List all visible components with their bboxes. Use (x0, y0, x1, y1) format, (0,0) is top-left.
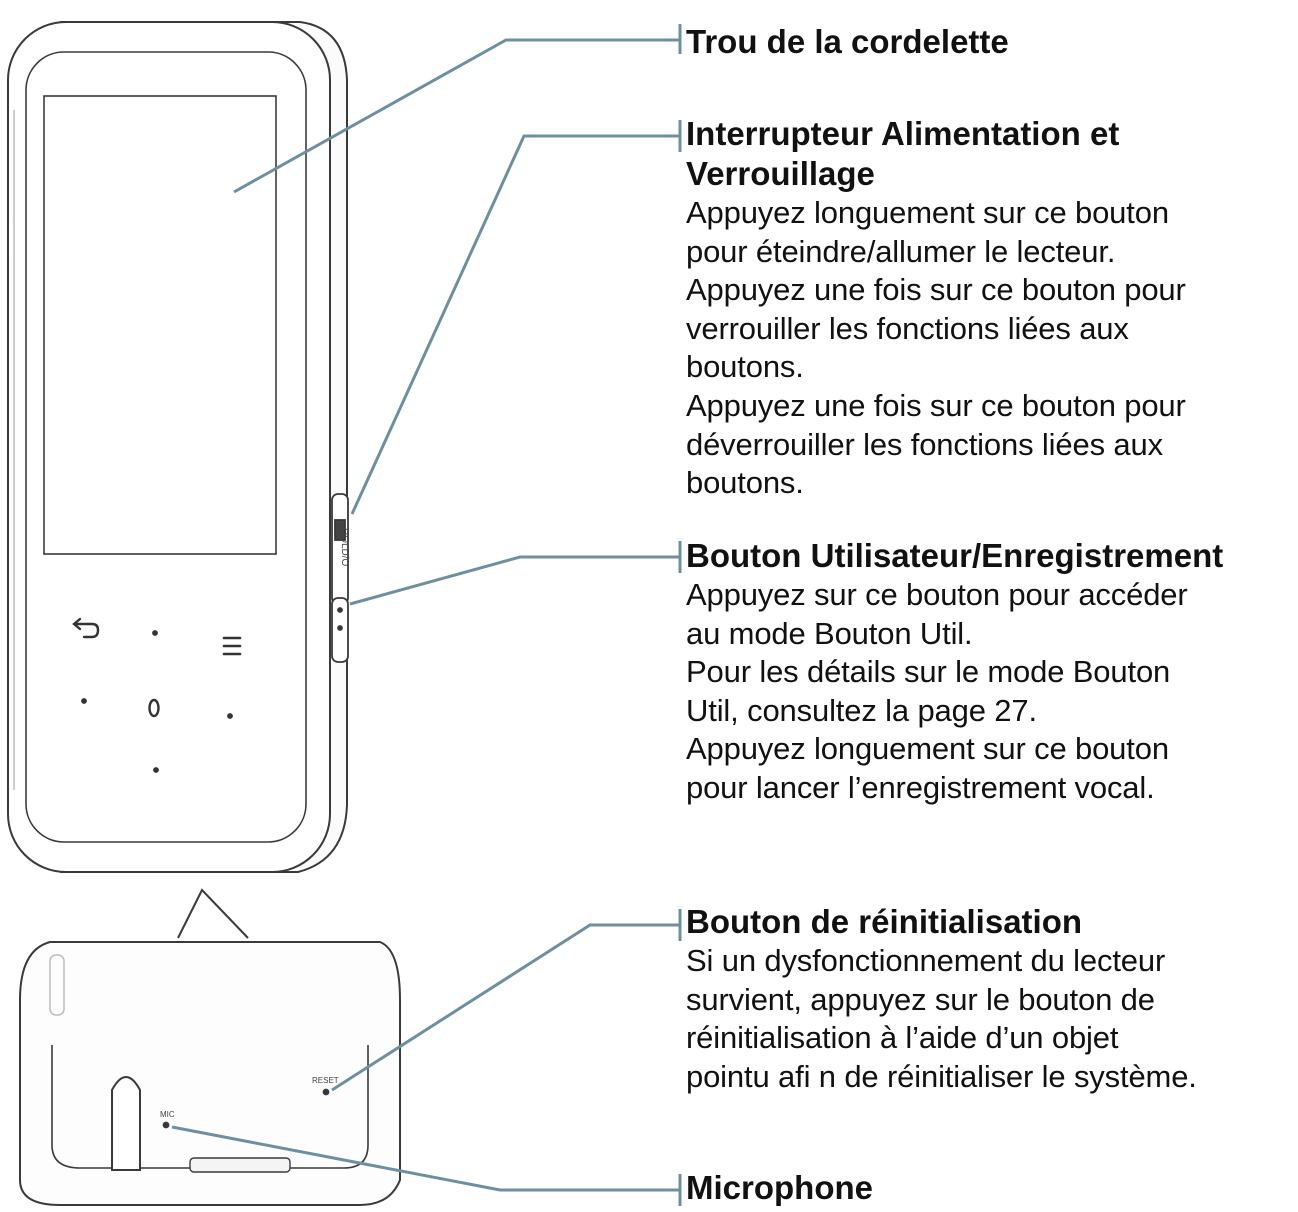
side-switch-label: HOLD/O (339, 528, 350, 567)
callout-microphone: Microphone (686, 1168, 1291, 1208)
callout-body: Appuyez sur ce bouton pour accéder au mo… (686, 577, 1188, 805)
callout-strap-hole: Trou de la cordelette (686, 22, 1291, 62)
callout-title: Bouton Utilisateur/Enregistrement (686, 537, 1224, 574)
base-detail (19, 941, 401, 1206)
callout-title: Interrupteur Alimentation et Verrouillag… (686, 115, 1120, 192)
dot-left[interactable] (81, 698, 87, 704)
dot-up[interactable] (152, 630, 158, 636)
callout-body: Appuyez longuement sur ce bouton pour ét… (686, 195, 1186, 501)
mic-label: MIC (160, 1110, 175, 1119)
record-button-dot (337, 625, 343, 631)
callout-user-record: Bouton Utilisateur/Enregistrement Appuye… (686, 536, 1291, 808)
callout-title: Trou de la cordelette (686, 23, 1009, 60)
base-ridge (49, 954, 65, 1016)
zoom-wedge (177, 888, 249, 939)
side-controls (331, 493, 349, 663)
user-button-dot (337, 607, 343, 613)
dot-down[interactable] (153, 767, 159, 773)
connector-slot (189, 1157, 291, 1173)
reset-label: RESET (312, 1076, 339, 1085)
back-icon[interactable] (72, 617, 100, 639)
leader-power-switch (350, 134, 680, 515)
mp3-player (7, 21, 348, 873)
touch-buttons (72, 617, 242, 773)
leader-lines (171, 24, 682, 1206)
strap-post (111, 1076, 141, 1171)
reset-hole[interactable] (322, 1088, 330, 1096)
callout-title: Bouton de réinitialisation (686, 903, 1083, 940)
callout-body: Si un dysfonctionnement du lecteur survi… (686, 943, 1197, 1094)
leader-strap-hole (233, 38, 680, 194)
leader-user-button (349, 555, 680, 606)
callout-reset: Bouton de réinitialisation Si un dysfonc… (686, 902, 1291, 1096)
home-icon[interactable] (148, 698, 160, 718)
mic-hole (162, 1121, 170, 1129)
player-screen (43, 95, 277, 555)
leader-microphone (171, 1125, 680, 1192)
leader-reset-button (331, 923, 680, 1092)
hold-switch-knob (334, 519, 346, 541)
dot-right[interactable] (227, 713, 233, 719)
menu-icon[interactable] (222, 636, 242, 656)
callout-title: Microphone (686, 1169, 873, 1206)
callout-power-lock: Interrupteur Alimentation et Verrouillag… (686, 114, 1291, 503)
